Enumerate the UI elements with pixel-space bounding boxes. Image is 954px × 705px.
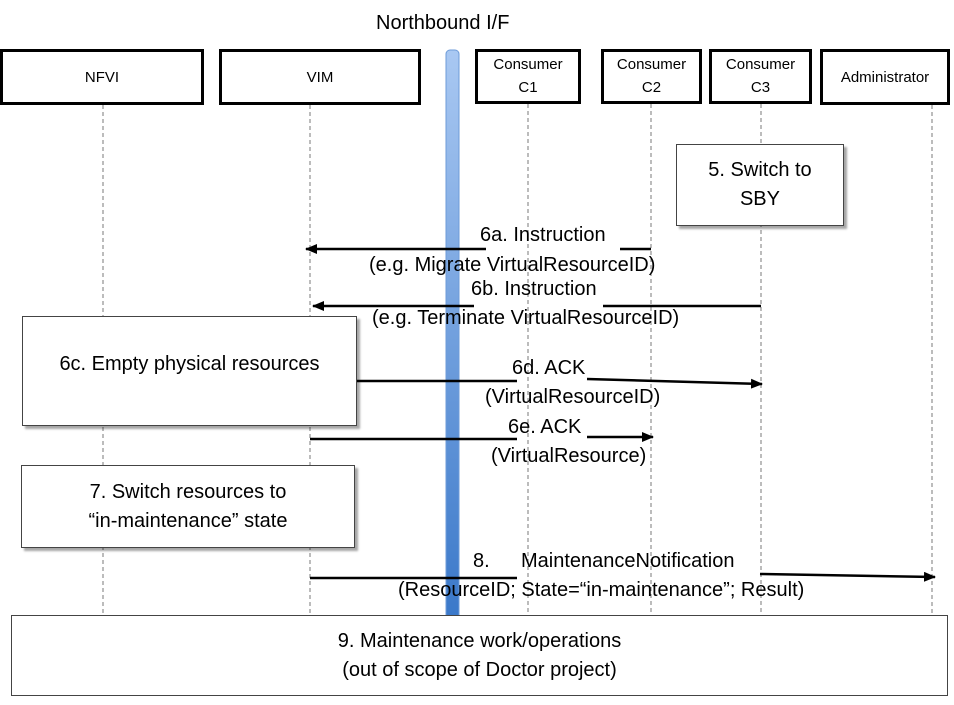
message-6a-detail: (e.g. Migrate VirtualResourceID) (369, 254, 656, 276)
actor-vim: VIM (219, 49, 421, 105)
northbound-interface-title: Northbound I/F (376, 12, 510, 34)
message-6e-arrow (310, 437, 653, 439)
note-switch-to-sby: 5. Switch to SBY (676, 144, 844, 226)
actor-consumer-c1: Consumer C1 (475, 49, 581, 104)
actor-consumer-c2: Consumer C2 (601, 49, 702, 104)
actor-vim-label: VIM (306, 68, 334, 86)
actor-c3-label-line1: Consumer (725, 56, 796, 73)
note-9-line1: 9. Maintenance work/operations (337, 629, 622, 652)
message-6a-title: 6a. Instruction (480, 224, 606, 246)
actor-administrator: Administrator (820, 49, 950, 105)
actor-c2-label-line2: C2 (641, 78, 662, 96)
message-6b-title: 6b. Instruction (471, 278, 597, 300)
message-6b-detail: (e.g. Terminate VirtualResourceID) (372, 307, 680, 329)
message-8-detail: (ResourceID; State=“in-maintenance”; Res… (398, 579, 805, 601)
actor-c2-label-line1: Consumer (616, 56, 687, 73)
northbound-interface-bar (445, 49, 460, 621)
message-6d-title: 6d. ACK (512, 357, 586, 379)
actor-nfvi: NFVI (0, 49, 204, 105)
note-switch-to-maintenance: 7. Switch resources to “in-maintenance” … (21, 465, 355, 548)
actor-admin-label: Administrator (840, 68, 930, 86)
actor-c1-label-line2: C1 (518, 78, 538, 96)
message-6e-title: 6e. ACK (508, 416, 582, 438)
actor-c1-label-line1: Consumer (493, 56, 563, 73)
note-empty-physical-resources: 6c. Empty physical resources (22, 316, 357, 426)
actor-nfvi-label: NFVI (84, 68, 120, 86)
message-6e-detail: (VirtualResource) (491, 445, 647, 467)
note-6c-label: 6c. Empty physical resources (59, 352, 320, 375)
note-5-line2: SBY (739, 188, 780, 210)
actor-consumer-c3: Consumer C3 (709, 49, 812, 104)
note-5-line1: 5. Switch to (708, 159, 812, 181)
actor-c3-label-line2: C3 (750, 78, 771, 96)
note-7-line1: 7. Switch resources to (89, 480, 287, 503)
message-6d-arrow (357, 379, 762, 384)
note-7-line2: “in-maintenance” state (88, 509, 288, 532)
message-8-title: MaintenanceNotification (521, 550, 735, 572)
message-6d-detail: (VirtualResourceID) (485, 386, 661, 408)
note-9-line2: (out of scope of Doctor project) (342, 658, 617, 681)
message-8-number: 8. (473, 550, 490, 572)
message-8-arrow (310, 574, 935, 578)
note-maintenance-work: 9. Maintenance work/operations (out of s… (11, 615, 948, 696)
